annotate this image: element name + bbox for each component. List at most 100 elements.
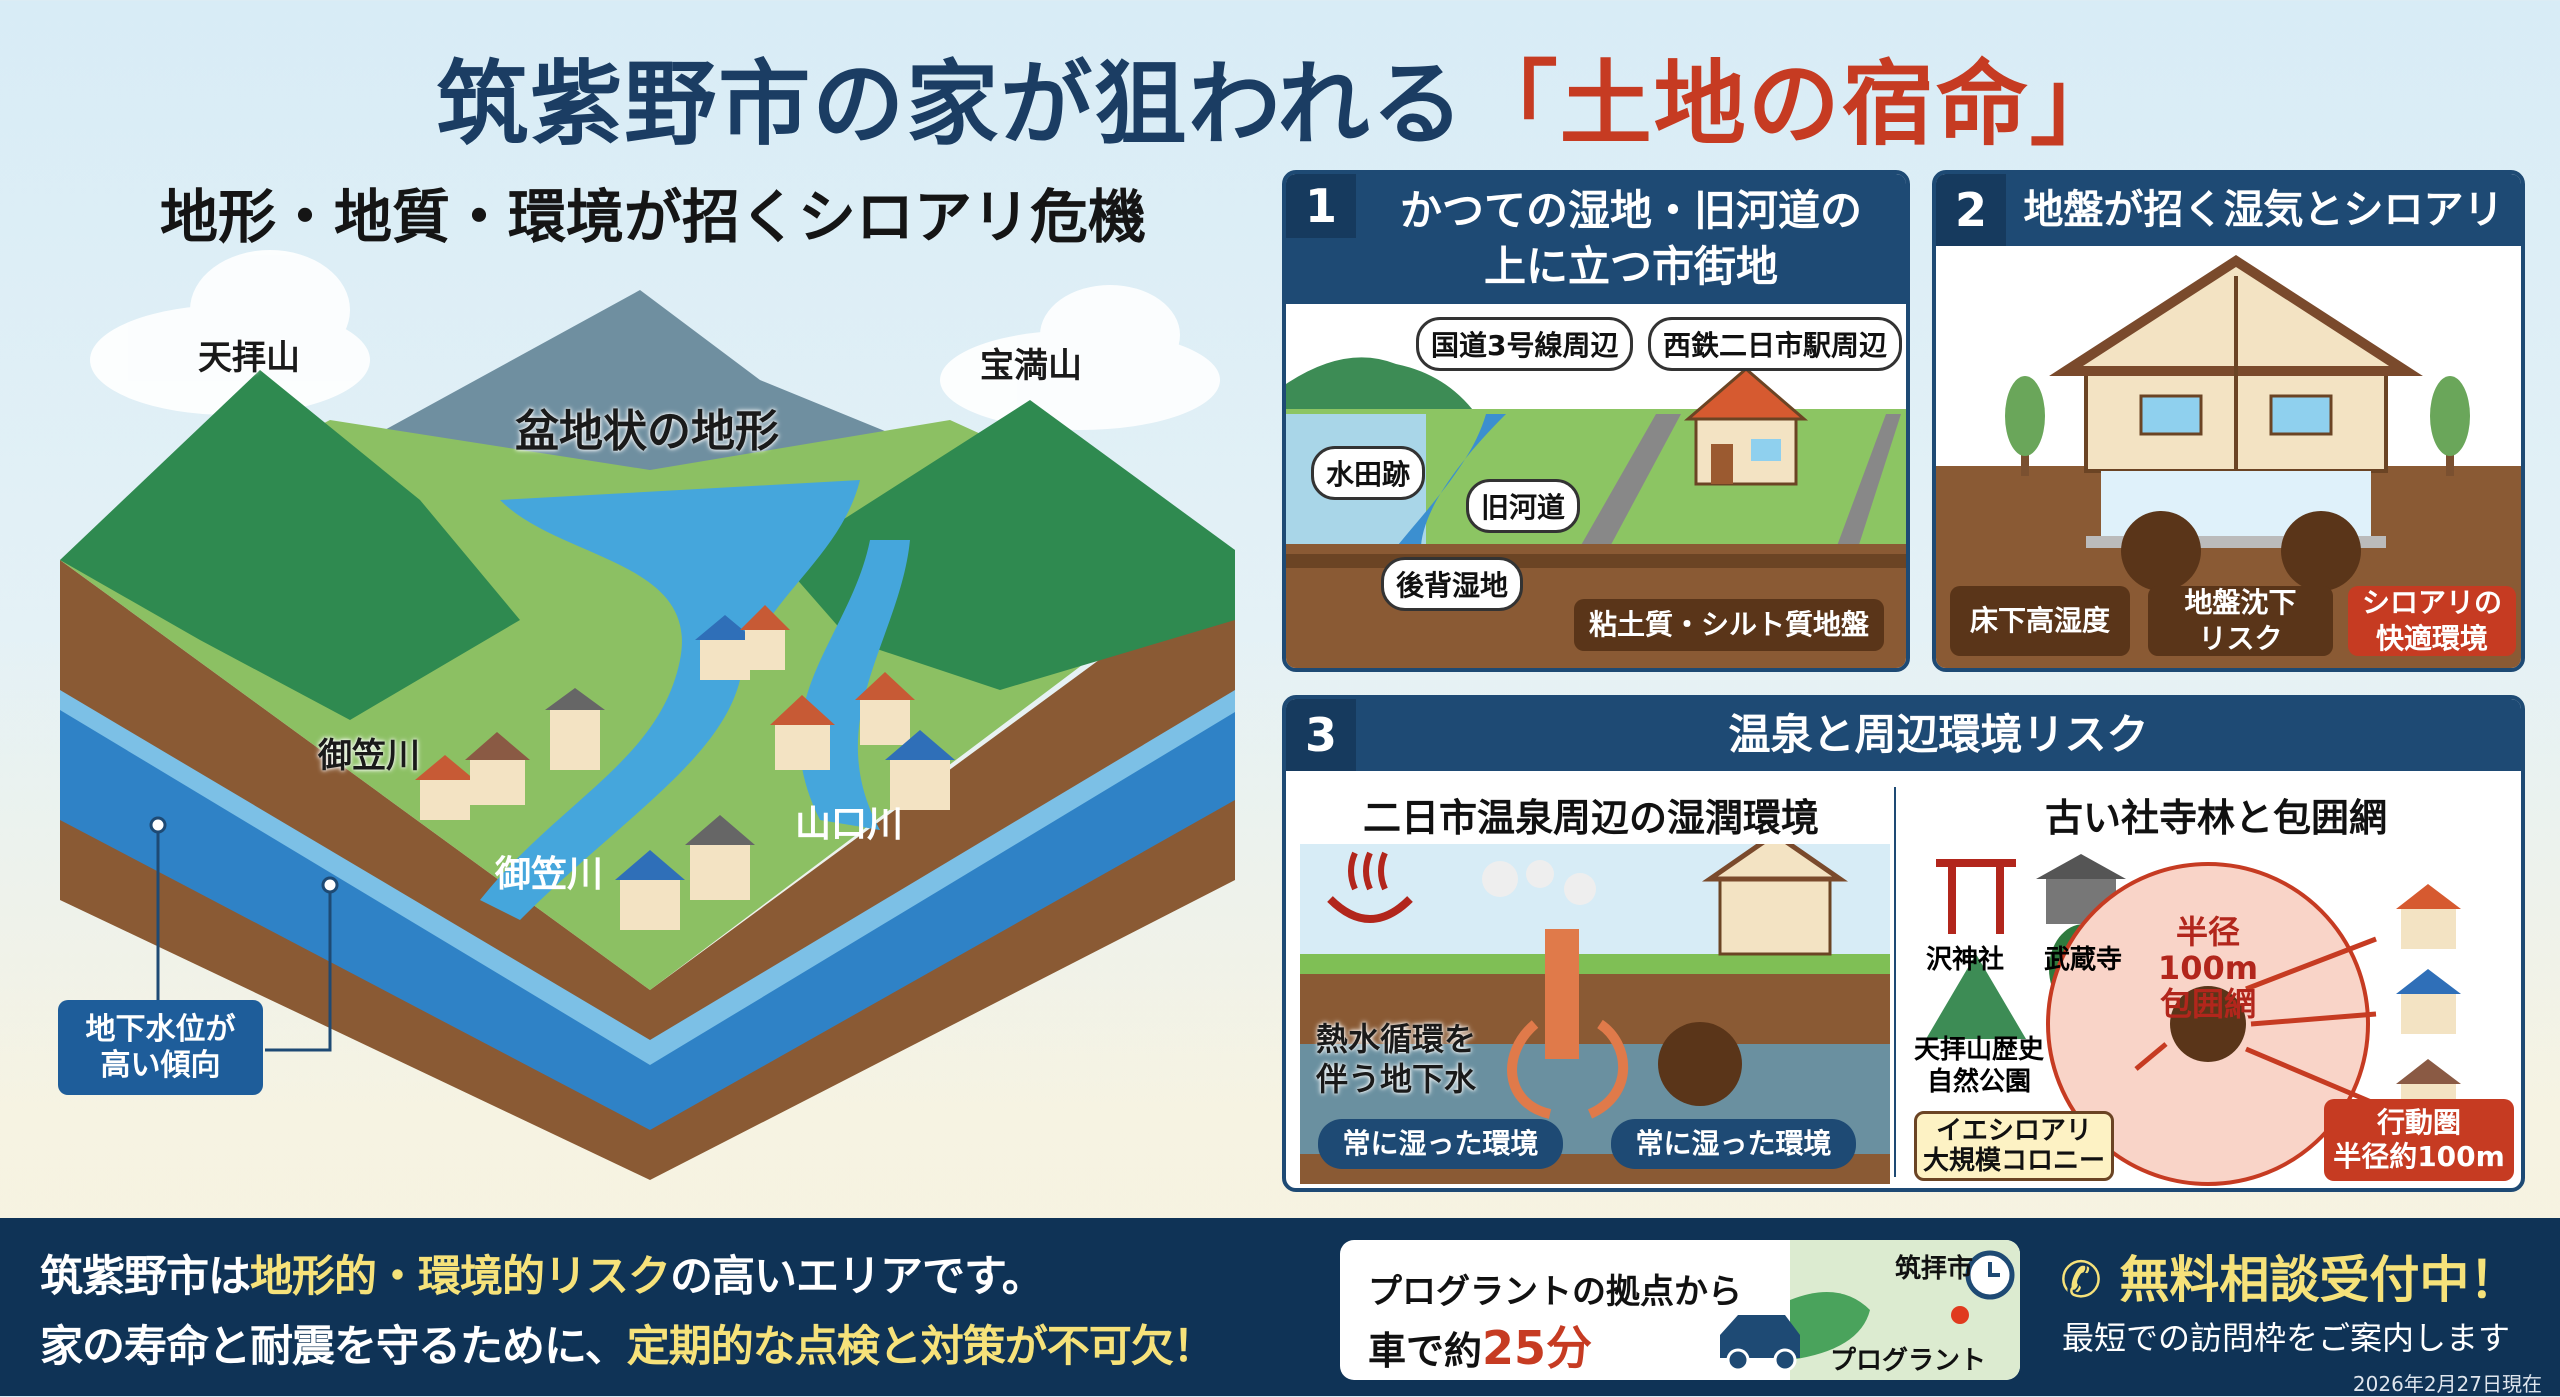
panel1-title-line1: かつての湿地・旧河道の bbox=[1399, 186, 1862, 235]
title-quote: 「土地の宿命」 bbox=[1465, 51, 2124, 158]
box-termite-comfort: シロアリの快適環境 bbox=[2348, 586, 2516, 656]
label-river-mikasa-1: 御笠川 bbox=[318, 736, 420, 776]
footer-line1: 筑紫野市は地形的・環境的リスクの高いエリアです。 bbox=[40, 1242, 1045, 1304]
range-line1: 行動圏 bbox=[2376, 1106, 2461, 1139]
range-line2: 半径約100m bbox=[2333, 1140, 2505, 1173]
box-subsidence-line1: 地盤沈下 bbox=[2184, 586, 2297, 619]
shrine-radius-illustration bbox=[1926, 854, 2461, 1186]
range-label: 行動圏半径約100m bbox=[2324, 1099, 2514, 1181]
footer-line2-a: 家の寿命と耐震を守るために、 bbox=[40, 1322, 628, 1372]
footer-line1-highlight: 地形的・環境的リスク bbox=[250, 1252, 671, 1302]
houses bbox=[415, 605, 955, 930]
card-line2: 車で約25分 bbox=[1368, 1312, 1592, 1378]
torii-icon bbox=[1936, 859, 2016, 934]
soil-label: 粘土質・シルト質地盤 bbox=[1574, 599, 1884, 651]
park-line1: 天拝山歴史 bbox=[1914, 1035, 2045, 1065]
box-termite-line2: 快適環境 bbox=[2375, 622, 2488, 655]
tag-paddy: 水田跡 bbox=[1311, 446, 1426, 500]
page-title: 筑紫野市の家が狙われる「土地の宿命」 bbox=[0, 30, 2560, 163]
box-subsidence: 地盤沈下リスク bbox=[2148, 586, 2333, 656]
label-shrine: 沢神社 bbox=[1926, 945, 2005, 975]
cta-text: 無料相談受付中！ bbox=[2119, 1251, 2520, 1309]
panel3-divider bbox=[1894, 787, 1896, 1177]
tag-old-river: 旧河道 bbox=[1466, 479, 1581, 533]
tag-backmarsh: 後背湿地 bbox=[1381, 557, 1524, 611]
access-card: プログラントの拠点から 車で約25分 筑拝市 プログラント bbox=[1340, 1240, 2020, 1380]
target-houses bbox=[2396, 884, 2461, 1124]
panel3-header: 3 温泉と周辺環境リスク bbox=[1286, 699, 2521, 771]
label-park: 天拝山歴史自然公園 bbox=[1914, 1034, 2044, 1098]
aquifer-light-left bbox=[60, 690, 650, 1065]
panel1-number: 1 bbox=[1286, 174, 1356, 238]
clouds bbox=[90, 250, 1220, 430]
hot-water-line1: 熱水循環を bbox=[1316, 1020, 1477, 1058]
panel1-title: かつての湿地・旧河道の上に立つ市街地 bbox=[1356, 183, 1906, 295]
card-line1: プログラントの拠点から bbox=[1368, 1272, 1742, 1312]
as-of-date: 2026年2月27日現在 bbox=[2352, 1372, 2542, 1396]
colony-line2: 大規模コロニー bbox=[1922, 1146, 2105, 1176]
subtitle: 地形・地質・環境が招くシロアリ危機 bbox=[160, 183, 1147, 251]
map-base-label: プログラント bbox=[1830, 1346, 1987, 1376]
radius-line2: 包囲網 bbox=[2159, 985, 2256, 1023]
label-mt-tenpai: 天拝山 bbox=[198, 338, 300, 378]
radius-line1: 半径100m bbox=[2157, 913, 2259, 987]
footer-band: 筑紫野市は地形的・環境的リスクの高いエリアです。 家の寿命と耐震を守るために、定… bbox=[0, 1218, 2560, 1396]
map-city-label: 筑拝市 bbox=[1895, 1254, 1974, 1284]
mountain-tenpai bbox=[60, 370, 520, 720]
card-minutes: 25分 bbox=[1482, 1321, 1593, 1375]
footer-line1-b: の高いエリアです。 bbox=[670, 1252, 1045, 1302]
panel3-title: 温泉と周辺環境リスク bbox=[1728, 710, 2149, 759]
panel2-number: 2 bbox=[1936, 174, 2006, 246]
footer-line2-highlight: 定期的な点検と対策が不可欠！ bbox=[626, 1322, 1216, 1372]
aquifer-light-right bbox=[650, 690, 1235, 1065]
colony-label: イエシロアリ大規模コロニー bbox=[1914, 1111, 2114, 1181]
box-underfloor-humidity: 床下高湿度 bbox=[1950, 586, 2130, 656]
hot-water-label: 熱水循環を伴う地下水 bbox=[1316, 1019, 1476, 1099]
panel-wetland: 1 かつての湿地・旧河道の上に立つ市街地 国道3号線周辺 西鉄二日市駅周辺 水田… bbox=[1282, 170, 1910, 672]
groundwater-leader-lines bbox=[149, 816, 339, 1052]
park-line2: 自然公園 bbox=[1927, 1067, 2032, 1097]
groundwater-line1: 地下水位が bbox=[85, 1011, 236, 1047]
tag-nishitetsu-station: 西鉄二日市駅周辺 bbox=[1648, 317, 1903, 371]
hotspring-heading: 二日市温泉周辺の湿潤環境 bbox=[1362, 796, 1819, 840]
box-termite-line1: シロアリの bbox=[2361, 586, 2502, 619]
park-mountain-icon bbox=[1926, 954, 2026, 1039]
mountain-homan bbox=[780, 400, 1235, 690]
panel1-header: 1 かつての湿地・旧河道の上に立つ市街地 bbox=[1286, 174, 1906, 304]
car-icon bbox=[1720, 1315, 1800, 1372]
panel2-title: 地盤が招く湿気とシロアリ bbox=[2023, 187, 2504, 233]
phone-icon: ✆ bbox=[2060, 1251, 2102, 1309]
cta-subtext: 最短での訪問枠をご案内します bbox=[2062, 1319, 2511, 1357]
footer-line1-a: 筑紫野市は bbox=[40, 1252, 251, 1302]
label-river-yamaguchi: 山口川 bbox=[795, 804, 904, 845]
panel2-header: 2 地盤が招く湿気とシロアリ bbox=[1936, 174, 2521, 246]
panel-hotspring: 3 温泉と周辺環境リスク 二日市温泉周辺の湿潤環境 古い社寺林と包囲網 熱水循環… bbox=[1282, 695, 2525, 1192]
label-temple: 武蔵寺 bbox=[2044, 945, 2123, 975]
label-mt-homan: 宝満山 bbox=[980, 346, 1082, 386]
panel3-number: 3 bbox=[1286, 699, 1356, 771]
cta-heading: ✆ 無料相談受付中！ bbox=[2060, 1240, 2519, 1312]
pill-always-humid-right: 常に湿った環境 bbox=[1611, 1119, 1856, 1169]
box-subsidence-line2: リスク bbox=[2198, 622, 2283, 655]
label-basin: 盆地状の地形 bbox=[515, 406, 779, 457]
card-line2-a: 車で約 bbox=[1368, 1329, 1483, 1373]
panel-humidity: 2 地盤が招く湿気とシロアリ 床下高湿度 地盤沈下リスク シロアリの快適環境 bbox=[1932, 170, 2525, 672]
colony-line1: イエシロアリ bbox=[1936, 1116, 2092, 1146]
groundwater-layer-right bbox=[650, 700, 1235, 1130]
pill-always-humid-left: 常に湿った環境 bbox=[1318, 1119, 1563, 1169]
label-river-mikasa-2: 御笠川 bbox=[495, 854, 604, 895]
footer-line2: 家の寿命と耐震を守るために、定期的な点検と対策が不可欠！ bbox=[40, 1312, 1216, 1374]
groundwater-line2: 高い傾向 bbox=[100, 1047, 221, 1083]
clock-icon bbox=[1965, 1250, 2015, 1300]
groundwater-callout: 地下水位が高い傾向 bbox=[58, 1000, 263, 1095]
panel1-title-line2: 上に立つ市街地 bbox=[1483, 242, 1778, 291]
shrine-heading: 古い社寺林と包囲網 bbox=[2044, 796, 2387, 840]
groundwater-layer-left bbox=[60, 700, 650, 1130]
tag-route3: 国道3号線周辺 bbox=[1416, 317, 1634, 371]
access-map bbox=[1720, 1240, 2020, 1380]
river-mikasa bbox=[480, 480, 860, 920]
title-main: 筑紫野市の家が狙われる bbox=[436, 51, 1466, 158]
hot-water-line2: 伴う地下水 bbox=[1316, 1060, 1477, 1098]
